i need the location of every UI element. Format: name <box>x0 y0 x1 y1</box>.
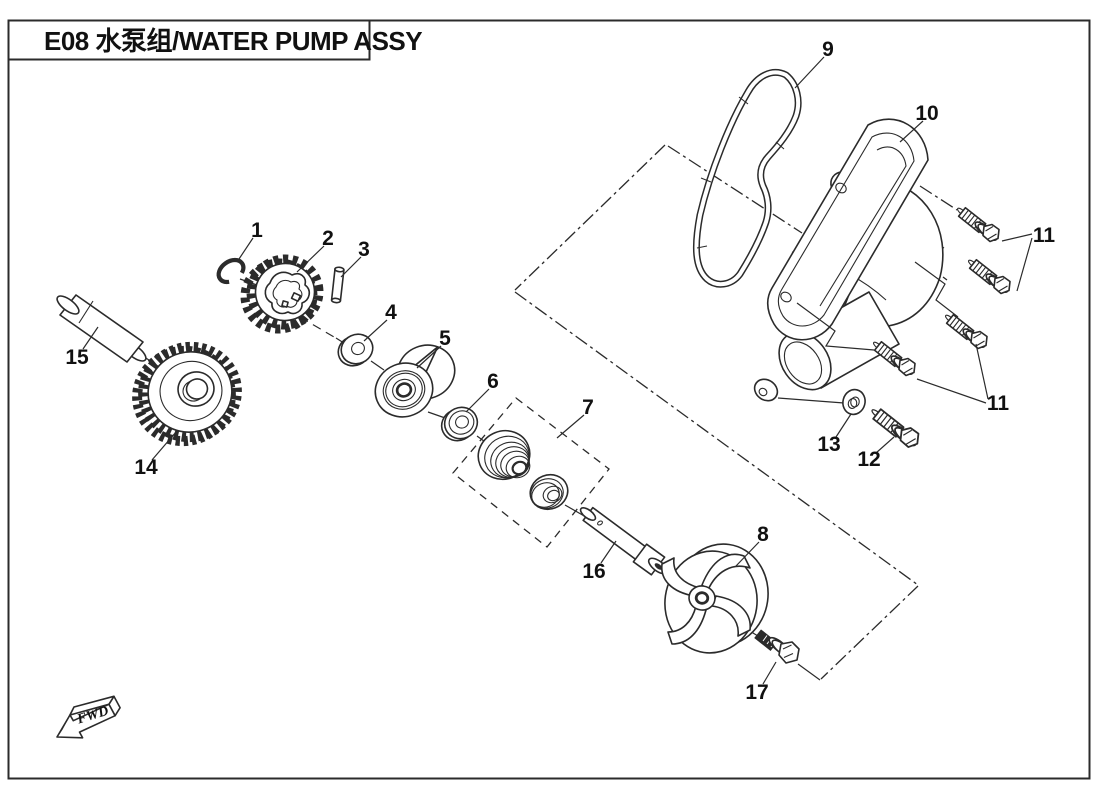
part-pump-cover <box>753 118 944 402</box>
page-title: E08 水泵组/WATER PUMP ASSY <box>44 26 422 56</box>
callout-9: 9 <box>822 38 834 61</box>
callout-14: 14 <box>134 456 158 479</box>
callouts: 1 2 3 4 5 6 7 8 9 10 11 11 12 13 14 15 1… <box>65 38 1055 704</box>
part-pump-shaft-16 <box>579 506 669 576</box>
part-bearing-5 <box>374 344 456 418</box>
callout-1: 1 <box>251 219 263 242</box>
callout-12: 12 <box>857 448 880 471</box>
part-pin-3 <box>330 266 345 304</box>
callout-10: 10 <box>915 102 938 125</box>
part-gear-2 <box>240 254 324 334</box>
callout-5: 5 <box>439 327 451 350</box>
callout-3: 3 <box>358 238 370 261</box>
callout-13: 13 <box>817 433 840 456</box>
callout-2: 2 <box>322 227 334 250</box>
fwd-arrow: FWD <box>56 695 121 739</box>
part-shaft-15 <box>56 294 147 363</box>
part-circlip-1 <box>216 257 246 285</box>
callout-16: 16 <box>582 560 605 583</box>
part-bolt-17 <box>754 629 800 664</box>
callout-8: 8 <box>757 523 769 546</box>
callout-6: 6 <box>487 370 499 393</box>
part-gasket <box>692 68 802 288</box>
title-block: E08 水泵组/WATER PUMP ASSY <box>7 19 423 61</box>
callout-15: 15 <box>65 346 89 369</box>
part-washer-6 <box>440 406 479 442</box>
callout-17: 17 <box>745 681 768 704</box>
part-impeller-8 <box>661 543 769 654</box>
title-box <box>7 19 371 61</box>
part-gear-14 <box>132 341 242 447</box>
fastener-reference-lines <box>777 261 959 404</box>
callout-11b: 11 <box>987 392 1010 415</box>
part-seal-set-7 <box>452 397 610 548</box>
callout-4: 4 <box>385 301 397 324</box>
callout-7: 7 <box>582 396 594 419</box>
callout-11a: 11 <box>1033 224 1056 247</box>
part-washer-4 <box>337 333 374 367</box>
